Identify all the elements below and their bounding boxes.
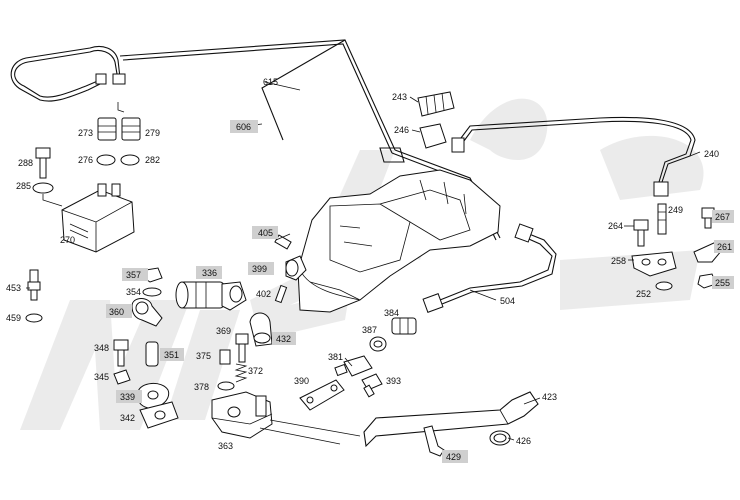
label-372: 372 [248,366,263,376]
label-243: 243 [392,92,407,102]
label-453: 453 [6,283,21,293]
regulator-270 [42,183,135,253]
label-270: 270 [60,235,75,245]
fittings-273-279 [96,102,141,166]
label-339: 339 [120,392,135,402]
label-399: 399 [252,264,267,274]
seal-387 [369,336,387,352]
intake-housing [297,169,501,313]
label-279: 279 [145,128,160,138]
washer-459 [25,313,43,323]
label-429: 429 [446,452,461,462]
clamp-360 [131,298,163,327]
label-378: 378 [194,382,209,392]
label-606: 606 [236,122,251,132]
flange-339 [137,383,170,409]
fuel-line-504 [422,223,557,313]
label-282: 282 [145,155,160,165]
bracket-390 [299,379,345,411]
label-276: 276 [78,155,93,165]
label-285: 285 [16,181,31,191]
washer-378 [217,381,235,391]
label-345: 345 [94,372,109,382]
hose-432 [249,312,273,347]
label-390: 390 [294,376,309,386]
label-363: 363 [218,441,233,451]
label-405: 405 [258,228,273,238]
label-426: 426 [516,436,531,446]
sensor-453 [27,269,41,301]
stud-249 [657,203,667,235]
label-369: 369 [216,326,231,336]
label-273: 273 [78,128,93,138]
bolt-369 [235,333,249,363]
label-423: 423 [542,392,557,402]
label-288: 288 [18,158,33,168]
fuel-line-615 [10,39,501,241]
nut-255 [697,273,717,289]
fitting-384 [391,317,417,335]
label-240: 240 [704,149,719,159]
leader-lines [26,81,701,445]
label-249: 249 [668,205,683,215]
label-384: 384 [384,308,399,318]
label-381: 381 [328,352,343,362]
clamp-426 [489,430,511,446]
label-375: 375 [196,351,211,361]
hose-423 [363,391,539,448]
label-387: 387 [362,325,377,335]
label-264: 264 [608,221,623,231]
sleeve-351 [145,341,159,367]
label-267: 267 [715,212,730,222]
label-354: 354 [126,287,141,297]
sensor-381 [334,355,373,377]
washer-354 [142,287,162,297]
label-336: 336 [202,268,217,278]
bolt-348 [113,339,129,367]
connector-243 [417,91,455,117]
elbow-399 [285,255,307,281]
label-246: 246 [394,125,409,135]
label-360: 360 [109,307,124,317]
label-504: 504 [500,296,515,306]
label-258: 258 [611,256,626,266]
label-255: 255 [715,278,730,288]
label-357: 357 [126,270,141,280]
label-393: 393 [386,376,401,386]
label-342: 342 [120,413,135,423]
pin-375 [219,349,231,365]
label-252: 252 [636,289,651,299]
label-261: 261 [717,242,732,252]
bolt-264 [633,219,649,247]
bolt-288 [32,147,54,194]
part-labels: 615 243 246 240 606 273 279 276 282 288 … [6,77,732,462]
gasket-342 [139,401,179,429]
label-615: 615 [263,77,278,87]
bolt-402 [274,284,288,304]
bolt-393 [361,373,383,398]
thermostat-housing-363 [211,391,273,439]
connector-246 [419,123,447,149]
fuel-line-240 [451,116,696,197]
spring-372 [234,363,248,383]
label-351: 351 [164,350,179,360]
label-459: 459 [6,313,21,323]
washer-252 [655,281,673,291]
label-432: 432 [276,334,291,344]
label-highlights [106,120,734,463]
bracket-258 [631,251,677,277]
label-348: 348 [94,343,109,353]
label-402: 402 [256,289,271,299]
clip-345 [113,369,131,385]
valve-336 [175,281,247,311]
